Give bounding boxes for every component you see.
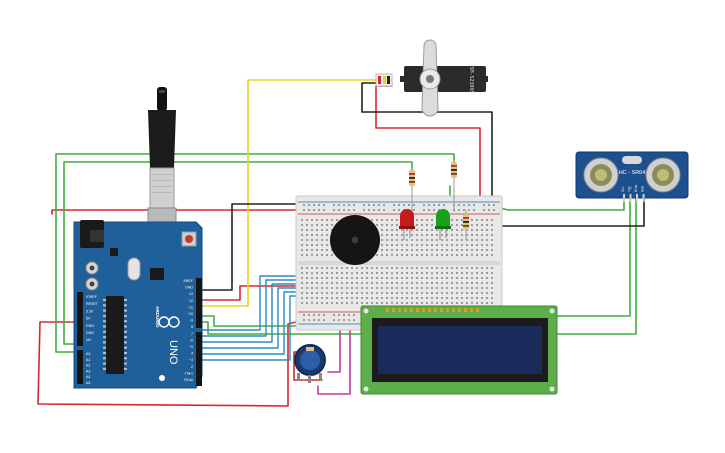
sensor-pin-label: Vcc <box>621 186 625 192</box>
header-pin-label: 7 <box>191 332 193 336</box>
header-pin-label: 2 <box>191 365 193 369</box>
header-pin-label: A0 <box>86 352 90 356</box>
resistor-3[interactable] <box>463 210 469 240</box>
led-red[interactable] <box>399 209 415 240</box>
sensor-pin-label: Trig <box>628 186 632 192</box>
servo-part-label: SM-S2309S <box>468 66 474 93</box>
resistor-2[interactable] <box>451 160 457 212</box>
servo-motor[interactable]: SM-S2309S <box>375 39 488 117</box>
ultrasonic-part-label: HC - SR04 <box>619 170 646 176</box>
header-pin-label: TX▸1 <box>185 371 193 375</box>
header-pin-label: A5 <box>86 381 90 385</box>
lcd-display[interactable] <box>360 305 558 395</box>
potentiometer-icon[interactable] <box>294 344 326 383</box>
wire-green-inner[interactable] <box>63 161 413 345</box>
header-pin-label: 8 <box>191 325 193 329</box>
arduino-logo: ARDUINO UNO <box>155 306 180 365</box>
header-pin-label: GND <box>86 331 94 335</box>
header-pin-label: 12 <box>189 299 193 303</box>
arduino-brand-label: ARDUINO <box>155 306 160 328</box>
header-pin-label: ~9 <box>189 319 193 323</box>
chip-pins <box>103 299 127 370</box>
header-pin-label: A2 <box>86 364 90 368</box>
led-green[interactable] <box>435 209 451 240</box>
header-pin-label: AREF <box>183 279 193 283</box>
header-pin-label: GND <box>185 286 193 290</box>
wire-black-sensor[interactable] <box>485 197 645 227</box>
header-pin-label: ~6 <box>189 338 193 342</box>
wire-red-left-loop[interactable] <box>37 317 313 407</box>
sensor-pin-label: Gnd <box>641 186 645 192</box>
arduino-model-label: UNO <box>167 340 179 365</box>
header-pin-label: IOREF <box>86 295 98 299</box>
header-pin-label: A4 <box>86 375 90 379</box>
header-pin-label: ~3 <box>189 358 193 362</box>
wire-red-5v[interactable] <box>199 285 299 301</box>
wire-green-outer[interactable] <box>55 153 455 353</box>
power-header-labels: IOREF RESET 3.3V 5V GND GND Vin <box>86 295 99 342</box>
header-pin-label: RX◂0 <box>184 378 193 382</box>
wire-green-sensor-c[interactable] <box>199 197 637 335</box>
header-pin-label: GND <box>86 324 94 328</box>
header-pin-label: ~5 <box>189 345 193 349</box>
digital-header-labels: AREF GND 13 12 ~11 ~10 ~9 8 7 ~6 ~5 4 ~3 2TX▸1RX◂0 <box>183 279 193 382</box>
resistor-1[interactable] <box>409 168 415 216</box>
header-pin-label: 5V <box>86 317 91 321</box>
usb-cable-icon <box>147 87 177 245</box>
header-pin-label: Vin <box>86 338 91 342</box>
header-pin-label: ~11 <box>187 305 193 309</box>
header-pin-label: 4 <box>191 352 193 356</box>
sensor-pin-label: Echo <box>634 185 638 192</box>
header-pin-label: A3 <box>86 369 90 373</box>
reset-button-icon[interactable] <box>181 231 197 247</box>
header-pin-label: 3.3V <box>86 309 94 313</box>
wire-black-servo[interactable] <box>361 82 493 207</box>
header-pin-label: A1 <box>86 358 90 362</box>
header-pin-label: ~10 <box>187 312 193 316</box>
header-pin-label: RESET <box>86 302 99 306</box>
header-pin-label: 13 <box>189 292 193 296</box>
wire-green-sensor-a[interactable] <box>499 197 625 211</box>
piezo-buzzer-icon[interactable] <box>330 215 380 265</box>
lcd-pins <box>386 308 479 312</box>
wire-black-gnd[interactable] <box>199 203 297 291</box>
